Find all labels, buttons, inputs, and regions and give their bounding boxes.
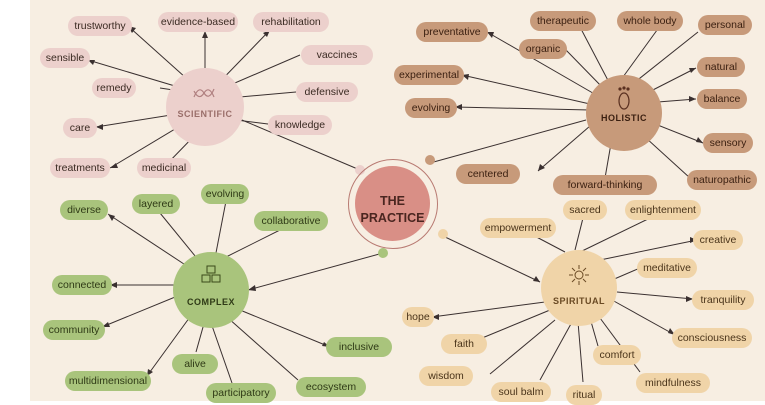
pill-remedy: remedy bbox=[92, 78, 136, 98]
pill-treatments: treatments bbox=[50, 158, 110, 178]
pill-enlightenment: enlightenment bbox=[625, 200, 701, 220]
lotus-sun-icon bbox=[568, 264, 590, 291]
pill-vaccines: vaccines bbox=[301, 45, 373, 65]
pill-evolving-complex: evolving bbox=[201, 184, 249, 204]
pill-alive: alive bbox=[172, 354, 218, 374]
pill-comfort: comfort bbox=[593, 345, 641, 365]
pill-sacred: sacred bbox=[563, 200, 607, 220]
pill-faith: faith bbox=[441, 334, 487, 354]
pill-preventative: preventative bbox=[416, 22, 488, 42]
pill-evidence-based: evidence-based bbox=[158, 12, 238, 32]
complex-hub: COMPLEX bbox=[173, 252, 249, 328]
holistic-label: HOLISTIC bbox=[601, 113, 647, 123]
pill-care: care bbox=[63, 118, 97, 138]
pill-rehabilitation: rehabilitation bbox=[253, 12, 329, 32]
pill-inclusive: inclusive bbox=[326, 337, 392, 357]
pill-ecosystem: ecosystem bbox=[296, 377, 366, 397]
pill-layered: layered bbox=[132, 194, 180, 214]
pill-balance: balance bbox=[697, 89, 747, 109]
pill-hope: hope bbox=[402, 307, 434, 327]
pill-defensive: defensive bbox=[296, 82, 358, 102]
pill-wisdom: wisdom bbox=[419, 366, 473, 386]
pill-sensible: sensible bbox=[40, 48, 90, 68]
pill-creative: creative bbox=[693, 230, 743, 250]
spiritual-hub: SPIRITUAL bbox=[541, 250, 617, 326]
pill-experimental: experimental bbox=[394, 65, 464, 85]
pill-collaborative: collaborative bbox=[254, 211, 328, 231]
pill-evolving-holistic: evolving bbox=[405, 98, 457, 118]
pill-organic: organic bbox=[519, 39, 567, 59]
pill-trustworthy: trustworthy bbox=[68, 16, 132, 36]
pill-community: community bbox=[43, 320, 105, 340]
pill-natural: natural bbox=[697, 57, 745, 77]
pill-sensory: sensory bbox=[703, 133, 753, 153]
dna-icon bbox=[192, 83, 218, 108]
pill-medicinal: medicinal bbox=[137, 158, 191, 178]
center-hub: THE PRACTICE bbox=[348, 159, 438, 249]
pill-diverse: diverse bbox=[60, 200, 108, 220]
pill-connected: connected bbox=[52, 275, 112, 295]
spiritual-label: SPIRITUAL bbox=[552, 296, 605, 306]
cube-stack-icon bbox=[197, 264, 225, 291]
complex-label: COMPLEX bbox=[186, 297, 235, 307]
pill-participatory: participatory bbox=[206, 383, 276, 403]
pill-multidimensional: multidimensional bbox=[65, 371, 151, 391]
pill-empowerment: empowerment bbox=[480, 218, 556, 238]
center-title-line1: THE bbox=[380, 194, 405, 208]
pill-forward-thinking: forward-thinking bbox=[553, 175, 657, 195]
scientific-label: SCIENTIFIC bbox=[177, 109, 233, 119]
pill-ritual: ritual bbox=[566, 385, 602, 405]
pill-therapeutic: therapeutic bbox=[530, 11, 596, 31]
pill-meditative: meditative bbox=[637, 258, 697, 278]
pill-personal: personal bbox=[698, 15, 752, 35]
pill-tranquility: tranquility bbox=[692, 290, 754, 310]
pill-mindfulness: mindfulness bbox=[636, 373, 710, 393]
pill-naturopathic: naturopathic bbox=[687, 170, 757, 190]
pill-whole-body: whole body bbox=[617, 11, 683, 31]
scientific-hub: SCIENTIFIC bbox=[166, 68, 244, 146]
pill-soul-balm: soul balm bbox=[491, 382, 551, 402]
pill-centered: centered bbox=[456, 164, 520, 184]
pill-consciousness: consciousness bbox=[672, 328, 752, 348]
holistic-hub: HOLISTIC bbox=[586, 75, 662, 151]
center-title-line2: PRACTICE bbox=[360, 211, 425, 225]
footprint-icon bbox=[614, 85, 634, 116]
pill-knowledge: knowledge bbox=[268, 115, 332, 135]
center-title: THE PRACTICE bbox=[355, 193, 430, 227]
